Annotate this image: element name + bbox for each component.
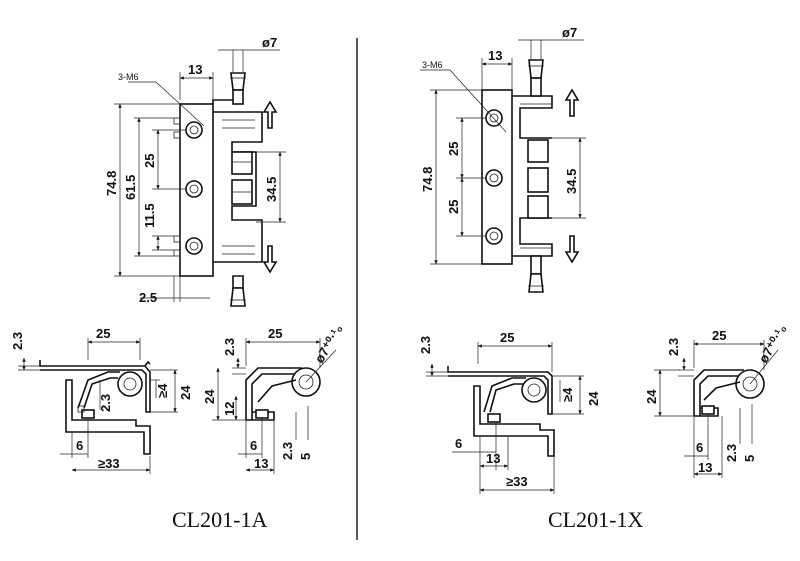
dim-hole-pitch-2: 25: [446, 200, 461, 214]
left-section-a: 2.3 25 ≥4 2.3 24 6 ≥33: [10, 326, 193, 474]
dim-offset: 11.5: [142, 203, 157, 228]
title-right: CL201-1X: [548, 507, 643, 532]
dim-width: 25: [712, 328, 726, 343]
dim-height: 24: [178, 385, 193, 400]
dim-flange: 6: [455, 436, 462, 451]
dim-base: 13: [254, 456, 268, 471]
down-arrow-icon: [564, 235, 580, 264]
dim-top-width: 13: [188, 62, 202, 77]
hole-note: 3-M6: [422, 60, 443, 70]
dim-overall-height: 74.8: [104, 171, 119, 196]
left-section-b: 2.3 25 ø7⁺⁰·¹₀ 24 12 6 2.3 13 5: [202, 322, 346, 474]
dim-width: 25: [500, 330, 514, 345]
dim-width: 25: [268, 326, 282, 341]
dim-span-outer: 61.5: [123, 175, 138, 200]
dim-overall-height: 74.8: [420, 167, 435, 192]
dim-base: 13: [698, 460, 712, 475]
right-front-view: 13 ø7 3-M6 74.8 25 25 34.5: [420, 25, 586, 293]
dim-pin-dia: ø7: [562, 25, 577, 40]
dim-min-width: ≥33: [506, 474, 528, 489]
mount-hole: [185, 237, 203, 255]
dim-height: 24: [202, 389, 217, 404]
dim-height: 24: [586, 391, 601, 406]
dim-lip: 2.3: [724, 444, 739, 462]
dim-thickness: 2.3: [10, 332, 25, 350]
dim-lip: 2.3: [280, 442, 295, 460]
dim-pin: ø7⁺⁰·¹₀: [756, 322, 790, 366]
dim-pin: ø7⁺⁰·¹₀: [312, 322, 346, 366]
dim-foot: 5: [742, 455, 757, 462]
dim-height: 24: [644, 389, 659, 404]
dim-center-gap: 34.5: [564, 169, 579, 194]
dim-min-gap: ≥4: [560, 387, 575, 402]
dim-hole-pitch: 25: [142, 154, 157, 168]
dim-flange: 6: [76, 438, 83, 453]
dim-min-gap: ≥4: [155, 383, 170, 398]
up-arrow-icon: [262, 100, 278, 129]
hole-note: 3-M6: [118, 72, 139, 82]
left-front-view: 13 ø7 3-M6 74.8 61.5 25 11.5 34.5 2.5: [104, 35, 286, 307]
dim-min-width: ≥33: [98, 456, 120, 471]
dim-base: 13: [486, 451, 500, 466]
up-arrow-icon: [564, 88, 580, 117]
dim-thickness: 2.3: [222, 338, 237, 356]
right-section-a: 2.3 25 ≥4 24 6 13 ≥33: [418, 330, 601, 494]
dim-center-gap: 34.5: [264, 177, 279, 202]
dim-flange: 6: [250, 438, 257, 453]
dim-flange: 6: [696, 440, 703, 455]
title-left: CL201-1A: [172, 507, 267, 532]
dim-thickness: 2.3: [666, 338, 681, 356]
dim-hole-pitch-1: 25: [446, 142, 461, 156]
right-section-b: 2.3 25 ø7⁺⁰·¹₀ 24 6 2.3 13 5: [644, 322, 790, 478]
dim-width: 25: [96, 326, 110, 341]
down-arrow-icon: [262, 245, 278, 274]
dim-edge: 2.5: [139, 290, 157, 305]
dim-top-width: 13: [488, 48, 502, 63]
dim-pin-dia: ø7: [262, 35, 277, 50]
dim-foot: 5: [298, 453, 313, 460]
dim-inner: 12: [222, 402, 237, 416]
dim-thickness: 2.3: [418, 336, 433, 354]
dim-inner: 2.3: [98, 394, 113, 412]
